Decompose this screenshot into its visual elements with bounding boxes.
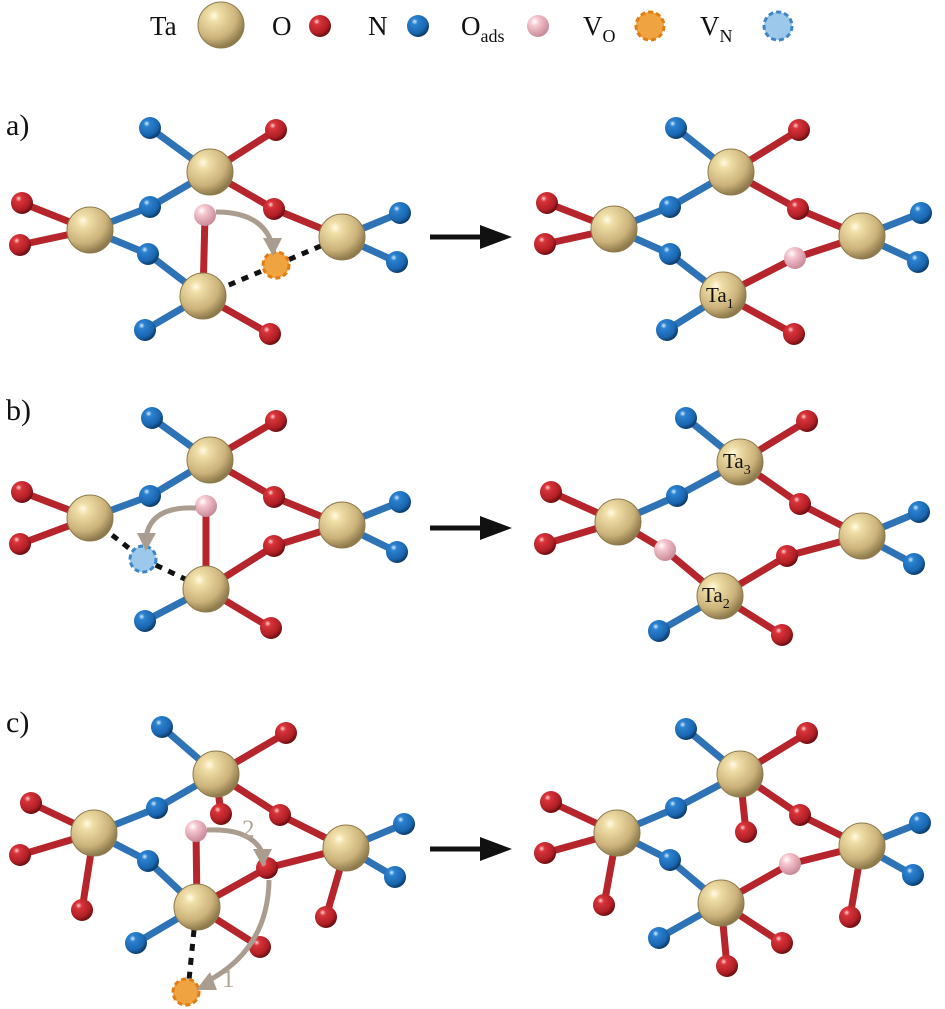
legend-o-ads-atom — [527, 15, 549, 37]
step-1-label: 1 — [222, 966, 235, 993]
ta1-label-sub: 1 — [727, 297, 734, 312]
migration-arrow-step-2 — [206, 827, 265, 854]
migration-arrow — [215, 209, 275, 245]
legend-v-o-label: VO — [583, 11, 616, 46]
legend-v-n-label: VN — [700, 11, 733, 46]
ta1-label-main: Ta — [706, 283, 727, 307]
panel-a-initial-structure — [9, 117, 411, 345]
reaction-arrow-b — [430, 516, 512, 540]
panel-a: a) — [6, 109, 932, 345]
legend-v-n-vacancy — [762, 10, 794, 42]
ta3-label-sub: 3 — [744, 463, 751, 478]
reaction-arrow-c — [430, 837, 512, 861]
ta3-label-main: Ta — [723, 449, 744, 473]
panel-b-initial-structure — [9, 407, 411, 639]
legend-n-atom — [407, 15, 429, 37]
ta2-label-main: Ta — [702, 583, 723, 607]
legend-v-o-sub: O — [603, 26, 616, 46]
legend: Ta O N Oads VO VN — [150, 1, 794, 49]
legend-o-ads-label: Oads — [461, 11, 505, 46]
migration-arrow — [143, 505, 197, 539]
panel-a-final-structure: Ta1 — [534, 117, 932, 345]
panel-b-final-structure: Ta3 Ta2 — [534, 407, 930, 646]
legend-o-label: O — [272, 11, 292, 41]
panel-b-label: b) — [6, 394, 31, 427]
panel-c-final-structure — [534, 718, 931, 977]
o-ads-atom — [194, 204, 216, 226]
panel-b: b) — [6, 394, 930, 646]
o-vacancy — [261, 250, 291, 280]
legend-ta-atom — [197, 1, 245, 49]
legend-v-n-main: V — [700, 11, 720, 41]
ta1-label: Ta1 — [706, 283, 734, 312]
panel-c-label: c) — [6, 706, 29, 739]
legend-o-atom — [309, 15, 331, 37]
ta2-label: Ta2 — [702, 583, 730, 612]
legend-v-n-sub: N — [720, 26, 733, 46]
legend-v-o-main: V — [583, 11, 603, 41]
ta3-label: Ta3 — [723, 449, 751, 478]
legend-v-o-vacancy — [634, 10, 666, 42]
legend-o-ads-sub: ads — [481, 26, 505, 46]
panel-a-label: a) — [6, 109, 29, 142]
step-2-label: 2 — [242, 816, 255, 843]
legend-ta-label: Ta — [150, 11, 177, 41]
panel-c-initial-structure: 2 1 — [9, 716, 415, 1007]
reaction-arrow-a — [430, 225, 512, 249]
panel-c: c) — [6, 706, 931, 1007]
ta2-label-sub: 2 — [723, 597, 730, 612]
migration-arrow-step-1 — [204, 879, 272, 985]
o-vacancy — [171, 977, 201, 1007]
n-vacancy — [128, 544, 158, 574]
legend-n-label: N — [368, 11, 388, 41]
legend-o-ads-main: O — [461, 11, 481, 41]
